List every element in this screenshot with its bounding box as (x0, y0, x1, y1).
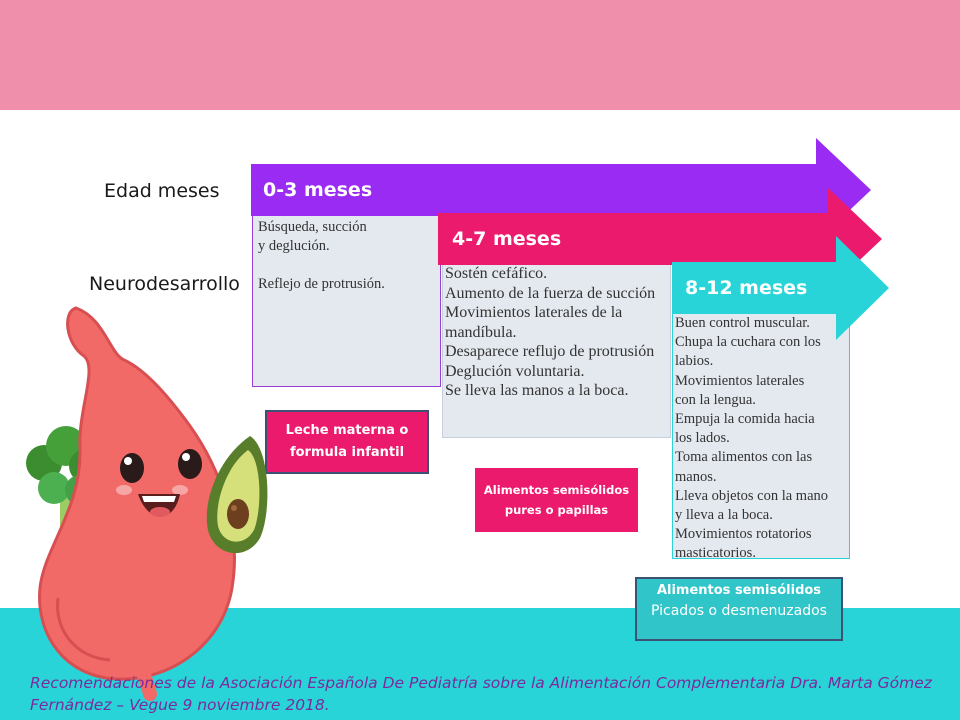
milestones-4-7: Sostén cefáfico. Aumento de la fuerza de… (442, 262, 671, 438)
stage-age-0-3: 0-3 meses (263, 179, 373, 201)
avocado-icon (206, 436, 268, 554)
food-box-0-3: Leche materna o formula infantil (265, 410, 429, 474)
food-sublabel-8-12: Picados o desmenuzados (651, 603, 827, 619)
stage-age-4-7: 4-7 meses (452, 228, 562, 250)
milestones-0-3: Búsqueda, succión y deglución. Reflejo d… (252, 214, 441, 387)
arrow-8-12 (672, 236, 889, 340)
food-box-4-7: Alimentos semisólidos pures o papillas (474, 467, 639, 533)
milestones-8-12: Buen control muscular. Chupa la cuchara … (672, 312, 850, 559)
stomach-face (116, 449, 202, 517)
food-label-8-12: Alimentos semisólidos (656, 583, 822, 598)
food-label-4-7: Alimentos semisólidos pures o papillas (483, 483, 630, 517)
top-banner (0, 0, 960, 110)
food-box-8-12: Alimentos semisólidos Picados o desmenuz… (635, 577, 843, 641)
food-label-0-3: Leche materna o formula infantil (285, 423, 409, 460)
stage-age-8-12: 8-12 meses (685, 277, 808, 299)
stomach-illustration (26, 306, 268, 701)
citation-text: Recomendaciones de la Asociación Español… (30, 674, 932, 714)
development-row-label: Neurodesarrollo (89, 273, 240, 295)
age-row-label: Edad meses (104, 180, 220, 202)
